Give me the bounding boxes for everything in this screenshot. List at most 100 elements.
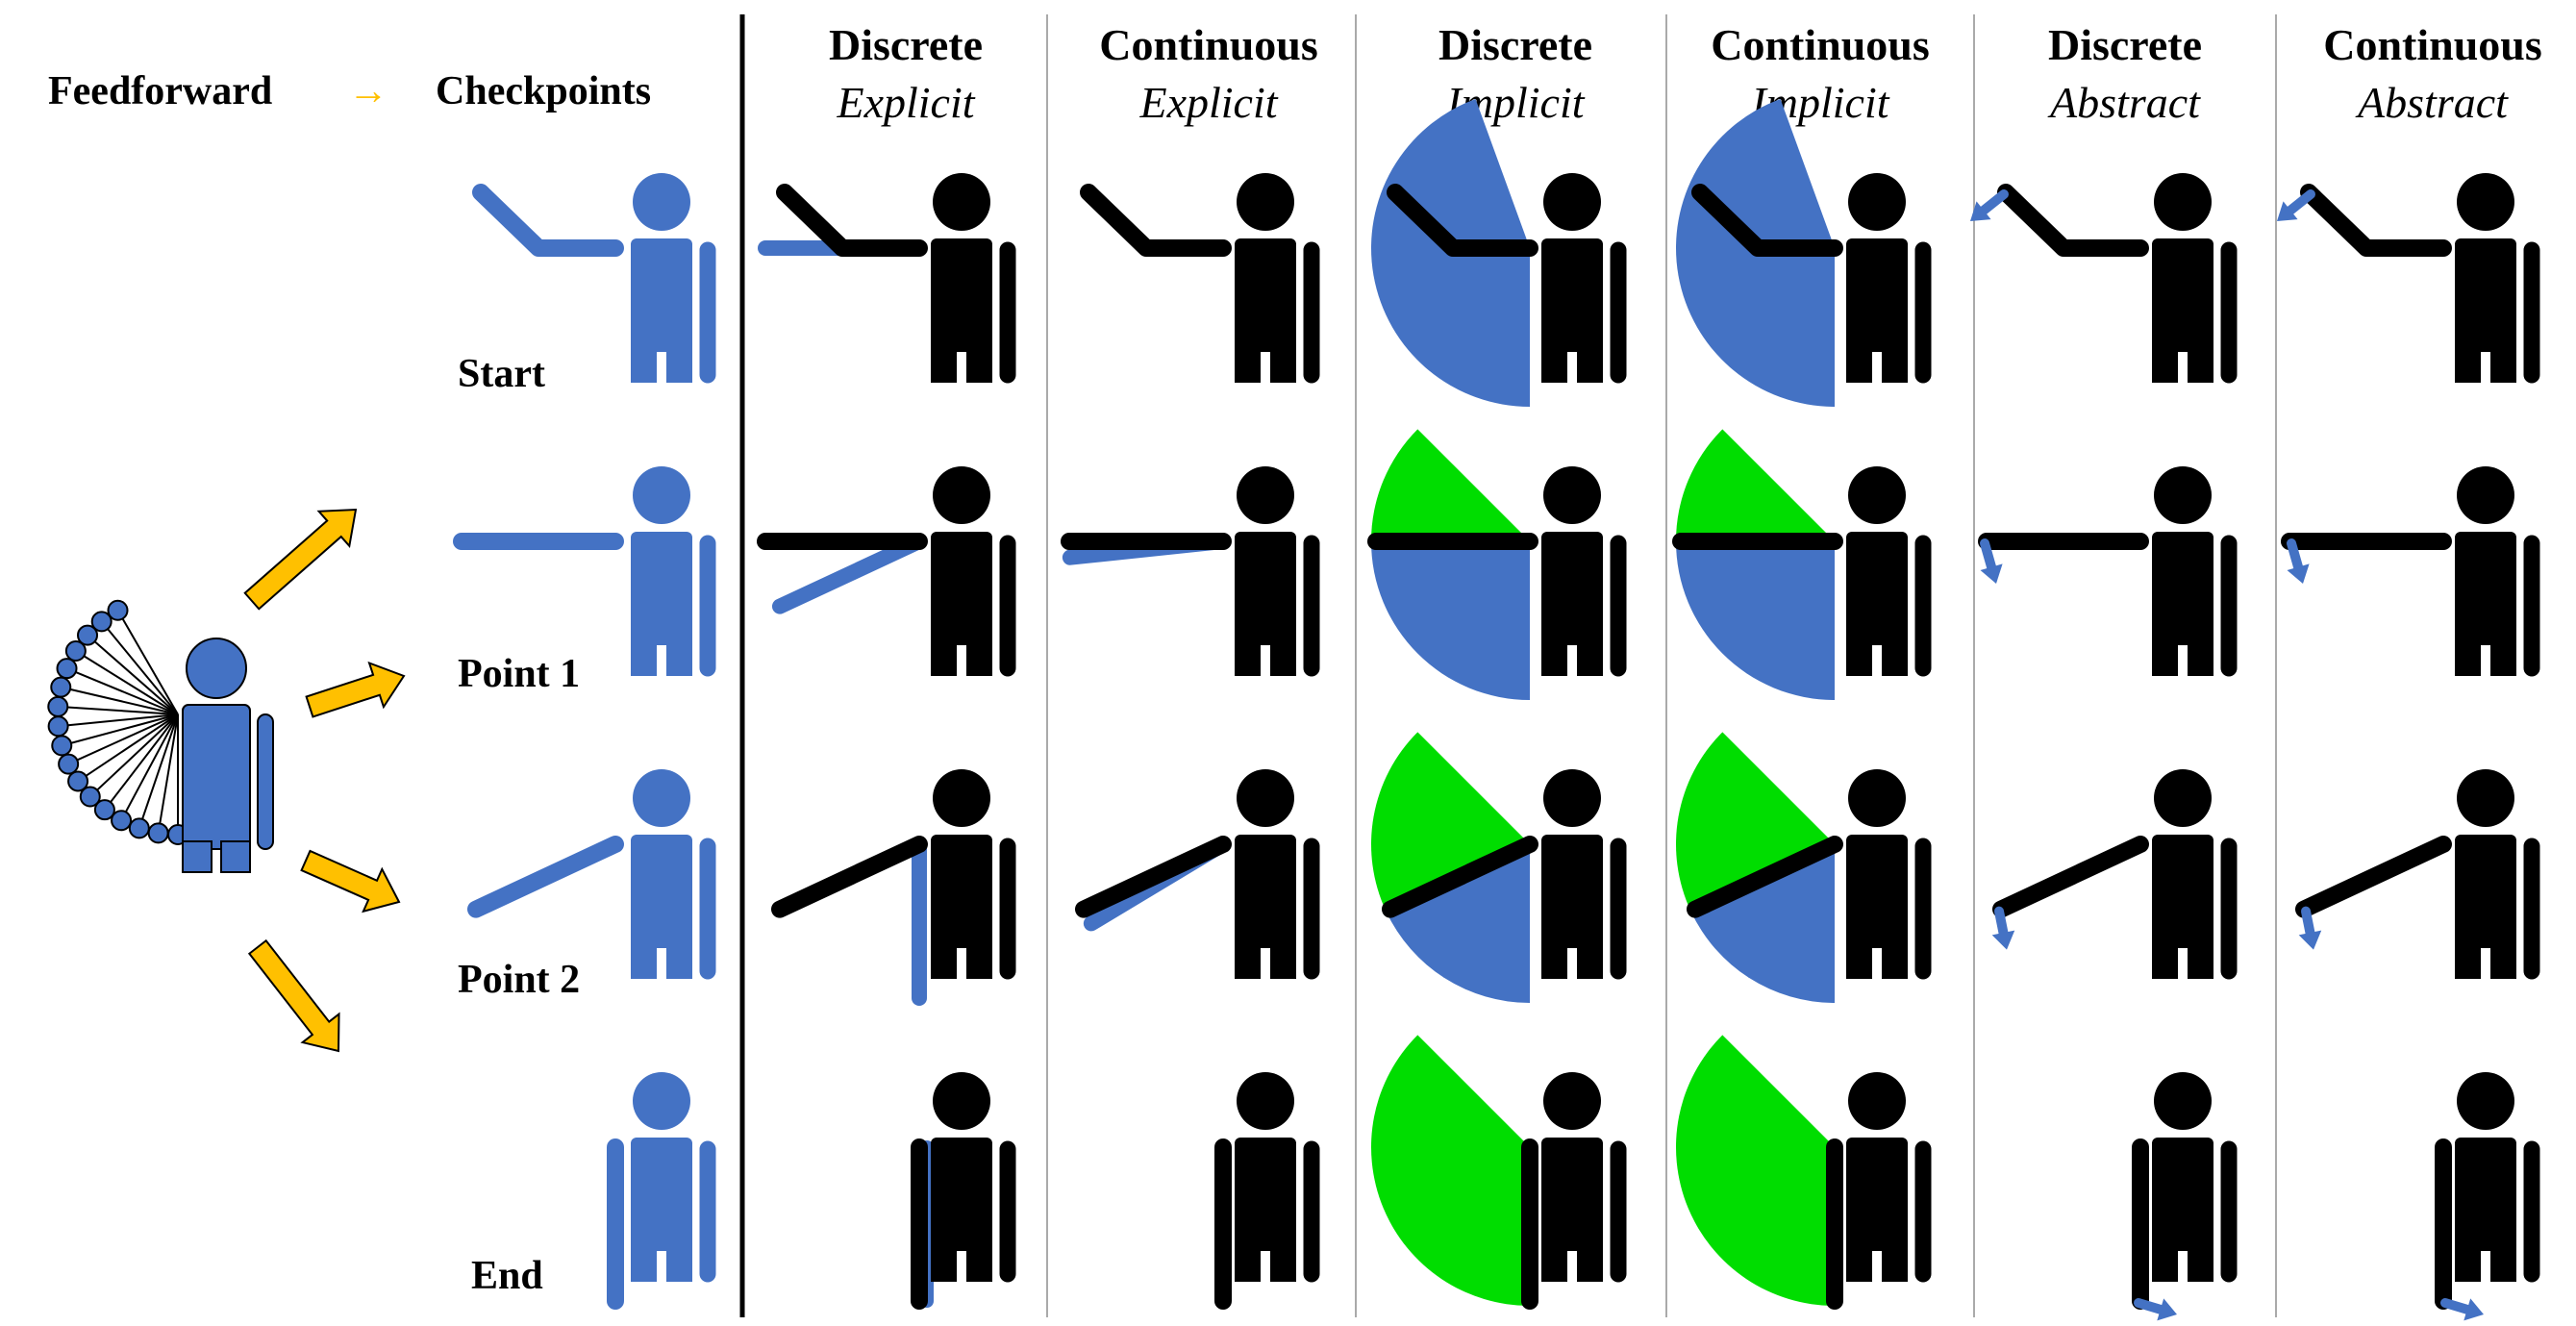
torso — [1235, 835, 1296, 948]
technique-figure — [758, 173, 1016, 384]
torso — [1235, 1138, 1296, 1251]
remaining-path-wedge — [1676, 541, 1835, 700]
technique-figure — [1367, 429, 1627, 700]
leg-right — [666, 639, 692, 676]
column-title: Discrete — [2048, 20, 2202, 69]
current-arm — [1387, 184, 1538, 257]
leg-right — [2188, 639, 2213, 676]
technique-figure — [2294, 769, 2540, 980]
figure-grid — [453, 98, 2540, 1321]
leg-left — [2152, 942, 2178, 979]
technique-figure — [770, 769, 1016, 1006]
technique-figure — [2277, 173, 2540, 384]
trajectory-hand — [47, 695, 69, 717]
torso — [2152, 1138, 2213, 1251]
checkpoint-figure — [466, 769, 716, 980]
column-header-2: Continuous Explicit — [1099, 20, 1318, 127]
leg-right — [1270, 942, 1296, 979]
current-arm — [1691, 184, 1843, 257]
torso — [182, 704, 251, 850]
trajectory-arm — [62, 713, 179, 747]
technique-figure — [1676, 732, 1932, 1003]
leg-left — [2455, 346, 2481, 383]
torso — [1846, 835, 1908, 948]
head — [2457, 1072, 2514, 1130]
leg-left — [2455, 1245, 2481, 1282]
leg-left — [631, 942, 657, 979]
trajectory-hand — [58, 753, 80, 775]
arm-right — [257, 713, 274, 850]
trajectory-arm — [58, 713, 179, 728]
trajectory-hand — [93, 799, 115, 821]
leg-left — [2455, 639, 2481, 676]
head — [1237, 769, 1294, 827]
leg-left — [931, 639, 957, 676]
current-arm — [1686, 836, 1843, 918]
column-header-3: Discrete Implicit — [1438, 20, 1592, 127]
head — [1848, 173, 1906, 231]
trajectory-hand — [111, 810, 133, 832]
leg-right — [1882, 346, 1908, 383]
column-dividers — [1046, 14, 2277, 1317]
torso — [631, 1138, 692, 1251]
current-arm — [2294, 836, 2452, 918]
trajectory-hand — [47, 715, 69, 738]
head — [186, 638, 247, 699]
leg-right — [966, 1245, 992, 1282]
technique-figure — [1061, 466, 1320, 677]
leg-right — [220, 840, 251, 873]
leg-left — [1541, 639, 1567, 676]
torso — [1846, 1138, 1908, 1251]
leg-left — [931, 346, 957, 383]
torso — [2152, 835, 2213, 948]
current-arm — [2300, 184, 2452, 257]
direction-arrow-icon-head — [2157, 1298, 2177, 1321]
technique-figure — [2132, 1072, 2238, 1321]
direction-arrow-icon-head — [1980, 563, 2003, 584]
feedforward-arrow-icon — [300, 849, 401, 913]
leg-right — [666, 346, 692, 383]
trajectory-hand — [77, 624, 99, 646]
feedforward-figure — [182, 638, 274, 873]
feedforward-arrow-icon — [243, 508, 358, 611]
torso — [2455, 238, 2516, 352]
row-label-point-1: Point 1 — [458, 652, 580, 696]
torso — [1541, 1138, 1603, 1251]
head — [2154, 769, 2212, 827]
technique-figure — [1676, 1035, 1932, 1310]
torso — [931, 532, 992, 645]
trajectory-arm — [100, 620, 179, 715]
trajectory-hand — [128, 817, 150, 839]
torso — [2455, 835, 2516, 948]
leg-left — [1541, 1245, 1567, 1282]
remaining-path-wedge — [1690, 844, 1835, 1003]
torso — [931, 1138, 992, 1251]
technique-figure — [1074, 769, 1320, 980]
trajectory-hand — [56, 658, 78, 680]
leg-right — [666, 1245, 692, 1282]
feedforward-arrow-icon — [305, 661, 406, 718]
leg-left — [1235, 1245, 1261, 1282]
row-label-point-2: Point 2 — [458, 958, 580, 1002]
current-arm — [776, 184, 928, 257]
torso — [931, 835, 992, 948]
leg-left — [1846, 1245, 1872, 1282]
covered-path-wedge — [1676, 732, 1835, 912]
head — [933, 769, 990, 827]
technique-figure — [1370, 1035, 1627, 1310]
head — [1543, 769, 1601, 827]
trajectory-arm — [116, 610, 179, 715]
column-title: Continuous — [1099, 20, 1318, 69]
row-label-start: Start — [458, 352, 545, 396]
covered-path-wedge — [1676, 429, 1835, 541]
trajectory-arm — [157, 713, 179, 834]
head — [1848, 769, 1906, 827]
technique-figure — [757, 466, 1016, 677]
leg-left — [1235, 639, 1261, 676]
covered-path-wedge — [1371, 429, 1530, 541]
trajectory-hand — [50, 676, 72, 698]
column-title: Continuous — [2323, 20, 2542, 69]
torso — [631, 532, 692, 645]
technique-figure — [1675, 98, 1932, 407]
trajectory-hand — [64, 639, 87, 662]
